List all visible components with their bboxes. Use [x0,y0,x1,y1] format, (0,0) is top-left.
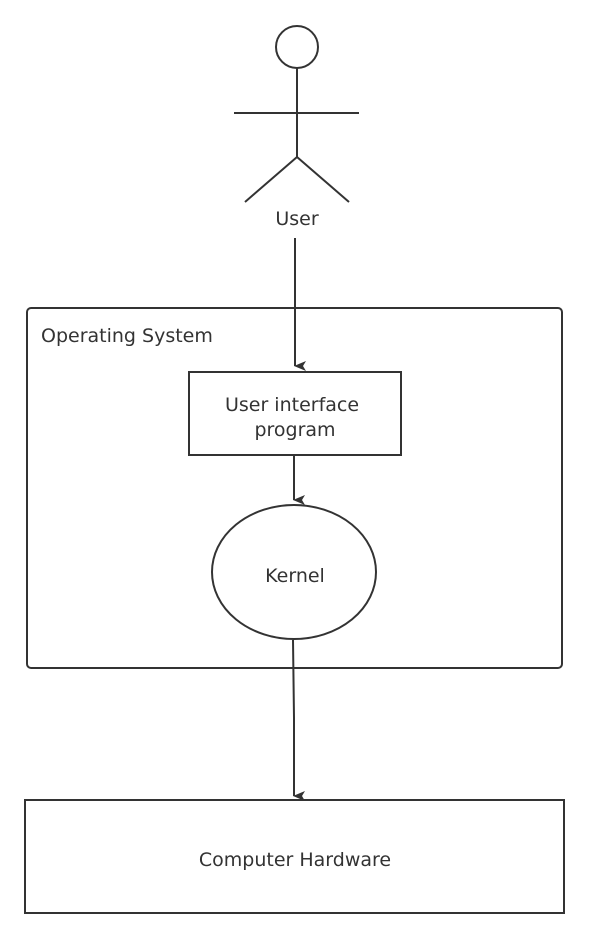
ui-program-label-line2: program [254,419,335,441]
hardware-label: Computer Hardware [199,849,391,871]
kernel-node: Kernel [211,504,377,640]
user-actor-head [275,25,319,69]
ui-program-node: User interface program [188,371,402,456]
ui-program-box [188,371,402,456]
user-actor-label: User [275,208,318,230]
edge-kernel-to-hardware [292,639,305,801]
kernel-ellipse [211,504,377,640]
user-actor-right-leg [296,156,350,203]
hardware-box [24,799,565,914]
ui-program-label-line1: User interface [225,394,359,416]
user-actor: User [234,25,359,230]
kernel-label: Kernel [265,565,325,587]
operating-system-label: Operating System [41,325,213,347]
user-actor-left-leg [244,156,298,203]
hardware-node: Computer Hardware [24,799,565,914]
